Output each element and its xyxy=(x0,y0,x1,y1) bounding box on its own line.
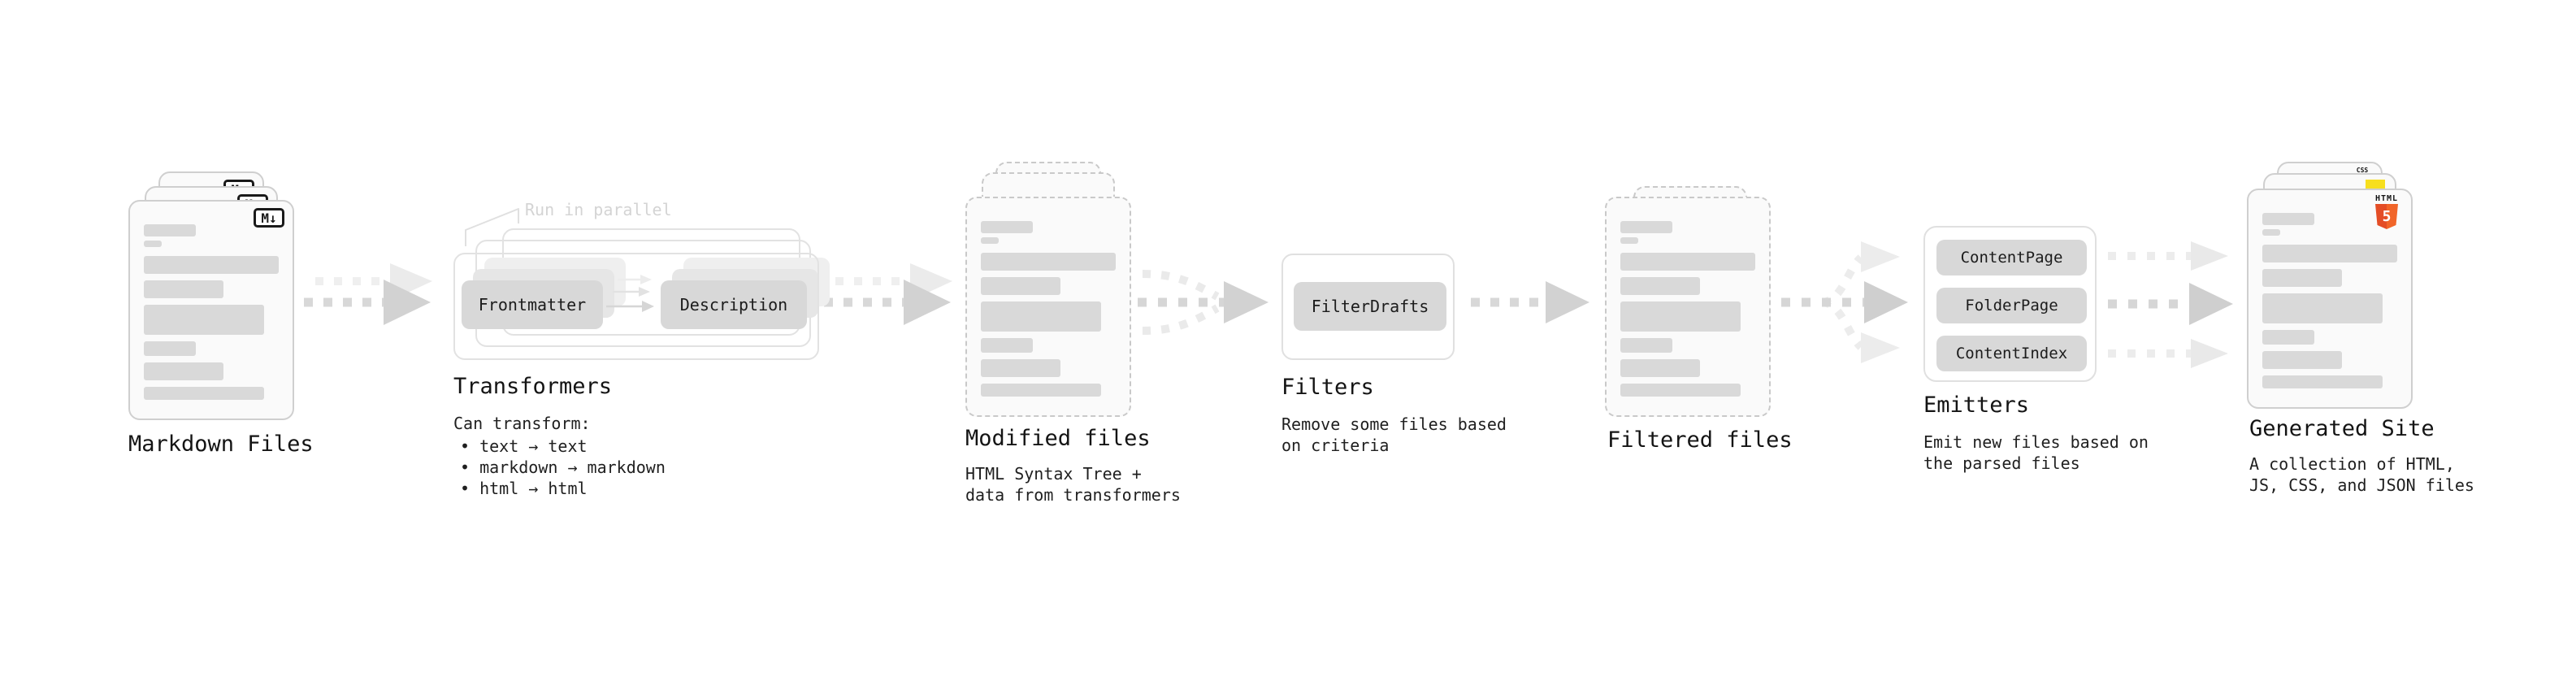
caption-line: Remove some files based xyxy=(1281,414,1507,434)
text-line-bar xyxy=(144,305,264,335)
text-line-bar xyxy=(981,359,1060,377)
text-line-bar xyxy=(2262,245,2397,262)
text-line-bar xyxy=(2262,351,2342,369)
caption-line: A collection of HTML, xyxy=(2249,454,2455,474)
modified-file-card-front xyxy=(965,197,1131,417)
run-in-parallel-label: Run in parallel xyxy=(525,200,672,219)
caption-line: HTML Syntax Tree + xyxy=(965,464,1142,484)
markdown-file-card-front: M↓ xyxy=(128,200,294,420)
text-line-bar xyxy=(1620,338,1672,353)
filters-title: Filters xyxy=(1281,375,1374,400)
bullet-item: • html → html xyxy=(460,479,588,498)
modified-files-title: Modified files xyxy=(965,426,1151,451)
text-line-bar xyxy=(144,280,223,298)
modified-files-caption: HTML Syntax Tree + data from transformer… xyxy=(965,463,1181,505)
bullet-item: • markdown → markdown xyxy=(460,458,666,477)
text-line-bar xyxy=(981,338,1033,353)
markdown-files-title: Markdown Files xyxy=(128,432,314,457)
modified-files-stack xyxy=(965,162,1154,417)
flow-arrow-emitters-to-site-bottom xyxy=(2108,339,2228,368)
emitters-title: Emitters xyxy=(1923,393,2030,418)
text-line-bar xyxy=(144,256,279,274)
text-line-bar xyxy=(1620,253,1755,271)
html5-shield: 5 xyxy=(2375,204,2398,229)
filtered-file-card-front xyxy=(1605,197,1771,417)
caption-line: JS, CSS, and JSON files xyxy=(2249,475,2474,495)
transformers-caption-heading: Can transform: xyxy=(453,414,591,433)
caption-line: Emit new files based on xyxy=(1923,432,2149,452)
generated-site-title: Generated Site xyxy=(2249,416,2435,441)
folderpage-pill: FolderPage xyxy=(1936,288,2087,323)
text-line-bar xyxy=(144,341,196,356)
pill-to-pill-arrows xyxy=(606,275,654,312)
bullet-item: • text → text xyxy=(460,436,588,456)
text-line-bar xyxy=(2262,229,2280,236)
generated-site-stack: CSS HTML 5 xyxy=(2247,162,2435,409)
filtered-files-title: Filtered files xyxy=(1607,427,1793,453)
text-line-bar xyxy=(2262,269,2342,287)
text-line-bar xyxy=(144,224,196,236)
text-line-bar xyxy=(981,237,999,244)
flow-arrow-emitters-to-site-top xyxy=(2108,241,2228,271)
text-line-bar xyxy=(981,301,1101,332)
emitters-box: ContentPage FolderPage ContentIndex xyxy=(1923,226,2097,382)
flow-arrow-emitters-to-site-middle xyxy=(2108,283,2233,325)
text-line-bar xyxy=(144,387,264,400)
contentpage-pill: ContentPage xyxy=(1936,240,2087,275)
frontmatter-pill: Frontmatter xyxy=(462,280,603,329)
text-line-bar xyxy=(981,277,1060,295)
transformers-title: Transformers xyxy=(453,374,613,399)
html5-icon: HTML 5 xyxy=(2372,194,2401,229)
html-file-card: HTML 5 xyxy=(2247,189,2413,409)
emitters-caption: Emit new files based on the parsed files xyxy=(1923,432,2149,474)
flow-arrow-filters-to-filtered xyxy=(1471,281,1589,323)
flow-arrow-transformers-to-modified xyxy=(824,263,952,325)
text-line-bar xyxy=(144,362,223,380)
flow-arrow-filtered-to-emitters xyxy=(1781,241,1908,363)
text-line-bar xyxy=(144,241,162,247)
caption-line: on criteria xyxy=(1281,436,1390,455)
text-line-bar xyxy=(2262,293,2383,323)
text-line-bar xyxy=(981,253,1116,271)
markdown-files-stack: M↓ M↓ M↓ xyxy=(128,171,317,420)
text-line-bar xyxy=(2262,330,2314,345)
caption-line: the parsed files xyxy=(1923,453,2080,473)
text-line-bar xyxy=(1620,237,1638,244)
filters-caption: Remove some files based on criteria xyxy=(1281,414,1507,456)
annotation-leader-line xyxy=(465,208,519,246)
text-line-bar xyxy=(1620,301,1741,332)
text-line-bar xyxy=(1620,384,1741,397)
text-line-bar xyxy=(981,384,1101,397)
text-line-bar xyxy=(1620,221,1672,233)
filters-box: FilterDrafts xyxy=(1281,254,1455,360)
generated-site-caption: A collection of HTML, JS, CSS, and JSON … xyxy=(2249,453,2474,496)
text-line-bar xyxy=(2262,213,2314,225)
filterdrafts-pill: FilterDrafts xyxy=(1294,282,1446,331)
filtered-files-stack xyxy=(1605,186,1793,417)
text-line-bar xyxy=(981,221,1033,233)
transformer-run-box-front xyxy=(453,253,819,360)
markdown-icon: M↓ xyxy=(254,208,284,228)
text-line-bar xyxy=(2262,375,2383,388)
text-line-bar xyxy=(1620,277,1700,295)
caption-line: data from transformers xyxy=(965,485,1181,505)
transformers-caption-bullets: • text → text • markdown → markdown • ht… xyxy=(460,436,666,499)
flow-arrow-markdown-to-transformers xyxy=(304,263,432,325)
description-pill: Description xyxy=(661,280,807,329)
flow-arrow-modified-to-filters xyxy=(1138,270,1268,335)
text-line-bar xyxy=(1620,359,1700,377)
contentindex-pill: ContentIndex xyxy=(1936,336,2087,371)
